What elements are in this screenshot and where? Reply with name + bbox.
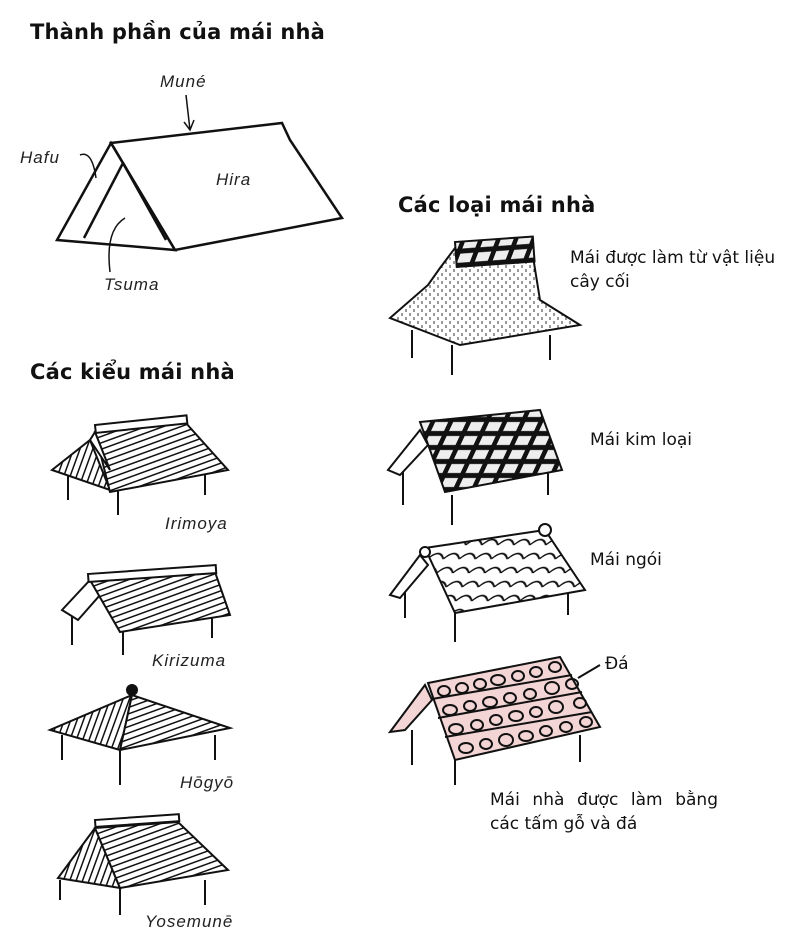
label-irimoya: Irimoya bbox=[165, 514, 228, 533]
stone-roof-drawing bbox=[387, 655, 602, 785]
irimoya-roof-drawing bbox=[49, 414, 230, 515]
label-mune: Muné bbox=[160, 72, 207, 91]
label-tsuma: Tsuma bbox=[104, 275, 160, 294]
yosemune-roof-drawing bbox=[56, 813, 231, 915]
metal-roof-drawing bbox=[386, 408, 564, 525]
kirizuma-roof-drawing bbox=[60, 564, 232, 655]
label-thatched-roof: Mái được làm từ vật liệu cây cối bbox=[570, 248, 776, 292]
label-tile-roof: Mái ngói bbox=[590, 550, 662, 570]
label-hogyo: Hōgyō bbox=[180, 773, 235, 792]
label-yosemune: Yosemunē bbox=[145, 912, 234, 931]
tile-roof-drawing bbox=[388, 523, 587, 642]
styles-title: Các kiểu mái nhà bbox=[30, 360, 235, 384]
label-stone-callout: Đá bbox=[605, 654, 629, 674]
label-hira: Hira bbox=[216, 170, 252, 189]
gable-roof-parts-drawing bbox=[54, 94, 345, 273]
label-stone-roof: Mái nhà được làm bằng các tấm gỗ và đá bbox=[490, 790, 718, 834]
hogyo-roof-drawing bbox=[47, 684, 234, 785]
label-metal-roof: Mái kim loại bbox=[590, 430, 693, 450]
label-hafu: Hafu bbox=[20, 148, 60, 167]
types-title: Các loại mái nhà bbox=[398, 193, 596, 217]
thatched-roof-drawing bbox=[388, 235, 583, 375]
parts-title: Thành phần của mái nhà bbox=[30, 20, 325, 44]
label-kirizuma: Kirizuma bbox=[152, 651, 227, 670]
